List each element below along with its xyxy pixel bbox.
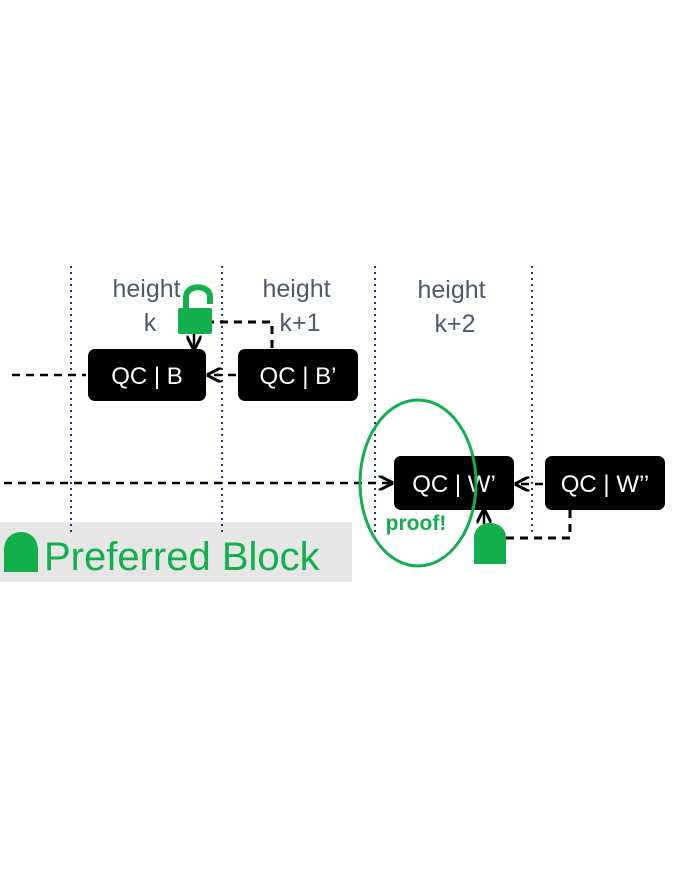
open-lock-icon: [178, 284, 213, 334]
lock-link-bottom: [506, 510, 572, 540]
closed-lock-icon: [474, 523, 506, 564]
block-b-prime-label: QC | B’: [260, 363, 337, 390]
proof-ellipse: [358, 398, 478, 568]
block-w-prime: [394, 456, 514, 510]
block-b: [88, 349, 206, 401]
legend-label: Preferred Block: [44, 535, 321, 579]
height-k1-label: height k+1: [262, 275, 337, 337]
block-w-double-prime: [545, 456, 665, 510]
block-b-prime: [238, 349, 358, 401]
block-w-prime-label: QC | W’: [412, 471, 496, 498]
block-b-label: QC | B: [111, 363, 183, 390]
height-k-label: height k: [112, 275, 187, 337]
legend-background: [0, 522, 352, 582]
proof-label: proof!: [386, 512, 447, 535]
block-w-double-prime-label: QC | W’’: [561, 471, 649, 498]
height-k2-label: height k+2: [417, 276, 492, 338]
legend-lock-icon: [4, 532, 38, 572]
